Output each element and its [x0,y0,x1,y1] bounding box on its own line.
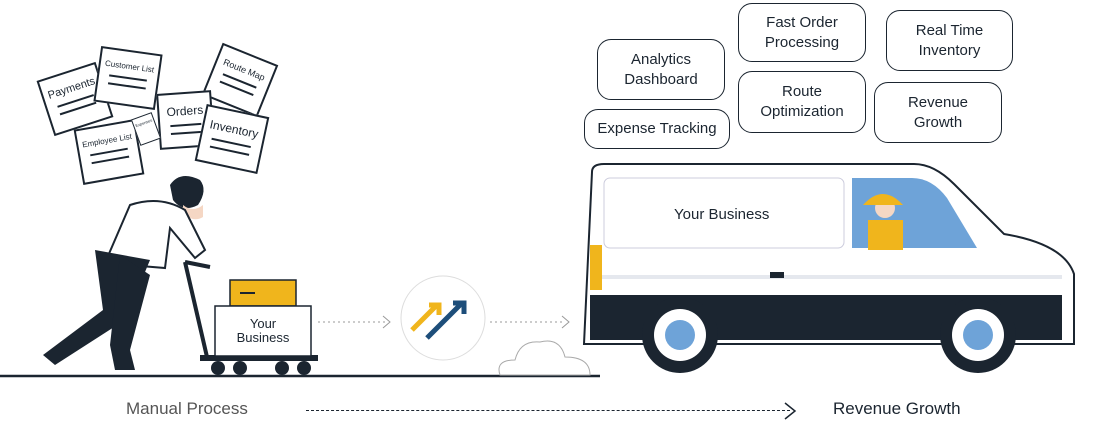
chevron-right-icon [784,402,797,420]
feature-real-time-inventory: Real Time Inventory [886,10,1013,71]
van-label: Your Business [674,206,770,223]
delivery-van [582,163,1075,373]
dashed-arrow [306,410,790,411]
feature-revenue-growth: Revenue Growth [874,82,1002,143]
feature-analytics-dashboard: Analytics Dashboard [597,39,725,100]
label-revenue-growth: Revenue Growth [833,399,961,418]
feature-expense-tracking: Expense Tracking [584,109,730,149]
feature-label: Expense Tracking [597,120,717,137]
feature-route-optimization: Route Optimization [738,71,866,133]
man-pushing-cart [0,176,600,378]
label-manual-process: Manual Process [126,399,248,418]
cart-box-label: Your Business [236,316,290,345]
feature-label: Fast Order Processing [764,13,840,51]
feature-fast-order-processing: Fast Order Processing [738,3,866,62]
feature-label: Route Optimization [760,83,844,120]
feature-label: Revenue Growth [907,93,969,131]
feature-label: Real Time Inventory [915,21,984,59]
feature-label: Analytics Dashboard [624,50,698,88]
